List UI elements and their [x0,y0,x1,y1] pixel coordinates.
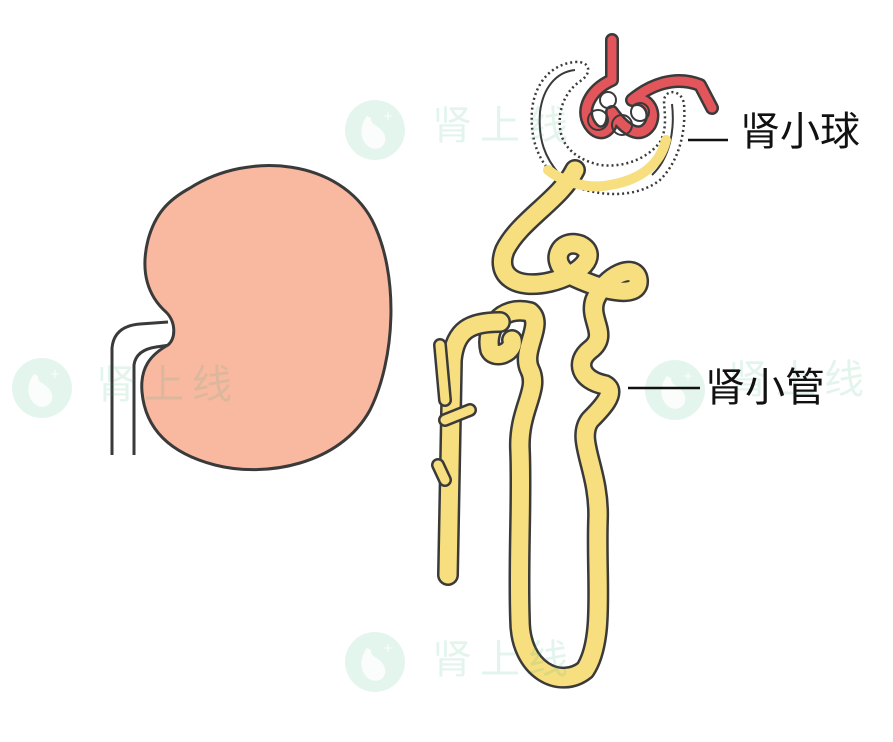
watermark-text-1: 肾上线 [432,103,576,149]
watermark-logo-2 [12,358,72,418]
kidney [140,164,393,472]
watermark-logo-1 [345,100,405,160]
glomerulus-label: 肾小球 [740,109,860,155]
watermark-text-3: 肾上线 [728,357,872,403]
tubule-label: 肾小管 [705,365,825,411]
watermark-text-4: 肾上线 [432,637,576,683]
watermark-logo-4 [345,632,405,692]
ureter [110,320,171,455]
watermark-logo-3 [645,360,705,420]
watermark-text-2: 肾上线 [96,362,240,408]
renal-tubule [431,135,671,689]
glomerulus-capillary [579,33,719,140]
